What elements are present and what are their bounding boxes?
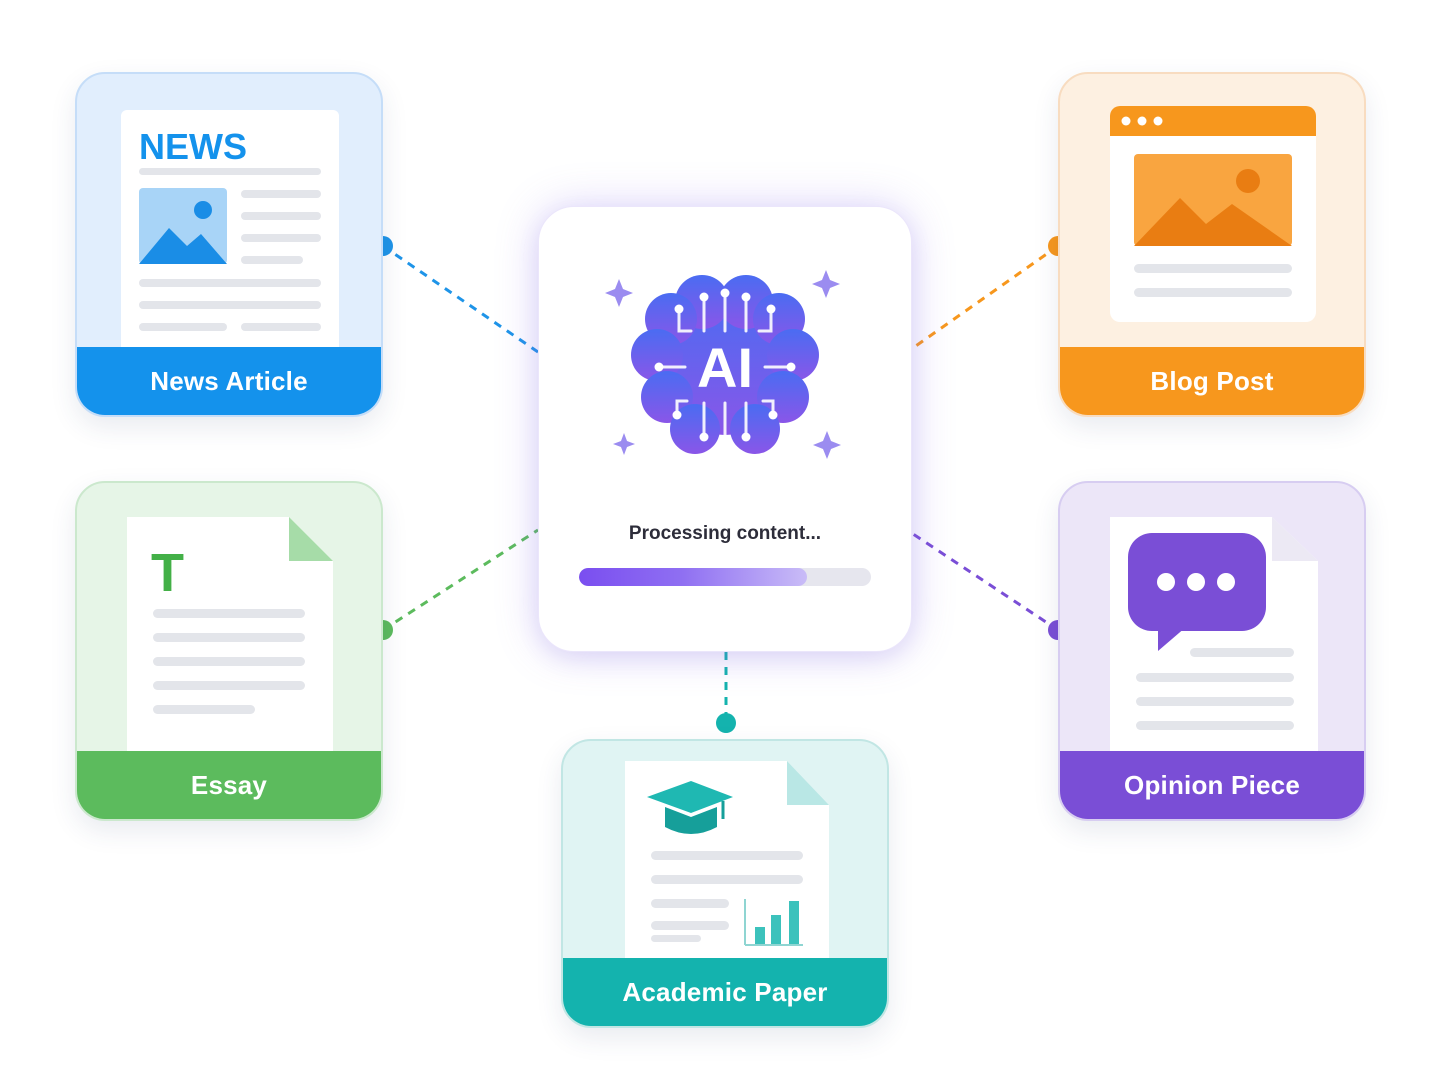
academic-paper-card[interactable]: Academic Paper <box>561 739 889 1028</box>
blog-post-label: Blog Post <box>1060 347 1364 415</box>
graduation-cap-icon <box>625 761 829 981</box>
blog-post-card[interactable]: Blog Post <box>1058 72 1366 417</box>
speech-bubble-icon <box>1110 517 1318 761</box>
news-article-label: News Article <box>77 347 381 415</box>
connector-dot-academic <box>716 713 736 733</box>
connector-blog <box>909 244 1059 352</box>
essay-card[interactable]: T Essay <box>75 481 383 821</box>
ai-badge-text: AI <box>697 336 753 399</box>
ai-processor-card: AI Processing content... <box>538 206 912 652</box>
text-document-icon: T <box>127 517 333 761</box>
academic-paper-label: Academic Paper <box>563 958 887 1026</box>
browser-window-icon <box>1110 106 1316 322</box>
newspaper-icon: NEWS <box>121 110 339 354</box>
essay-letter: T <box>151 543 184 603</box>
opinion-piece-label: Opinion Piece <box>1060 751 1364 819</box>
progress-bar <box>579 568 871 586</box>
connector-essay <box>382 528 539 632</box>
news-heading: NEWS <box>139 126 247 167</box>
connector-news <box>382 244 539 354</box>
progress-bar-fill <box>579 568 807 586</box>
processing-status-text: Processing content... <box>628 523 822 544</box>
sparkle-icon <box>605 270 841 459</box>
news-article-card[interactable]: NEWS News Article <box>75 72 383 417</box>
opinion-piece-card[interactable]: Opinion Piece <box>1058 481 1366 821</box>
ai-brain-icon: AI <box>605 270 841 459</box>
connector-opinion <box>909 530 1059 632</box>
essay-label: Essay <box>77 751 381 819</box>
